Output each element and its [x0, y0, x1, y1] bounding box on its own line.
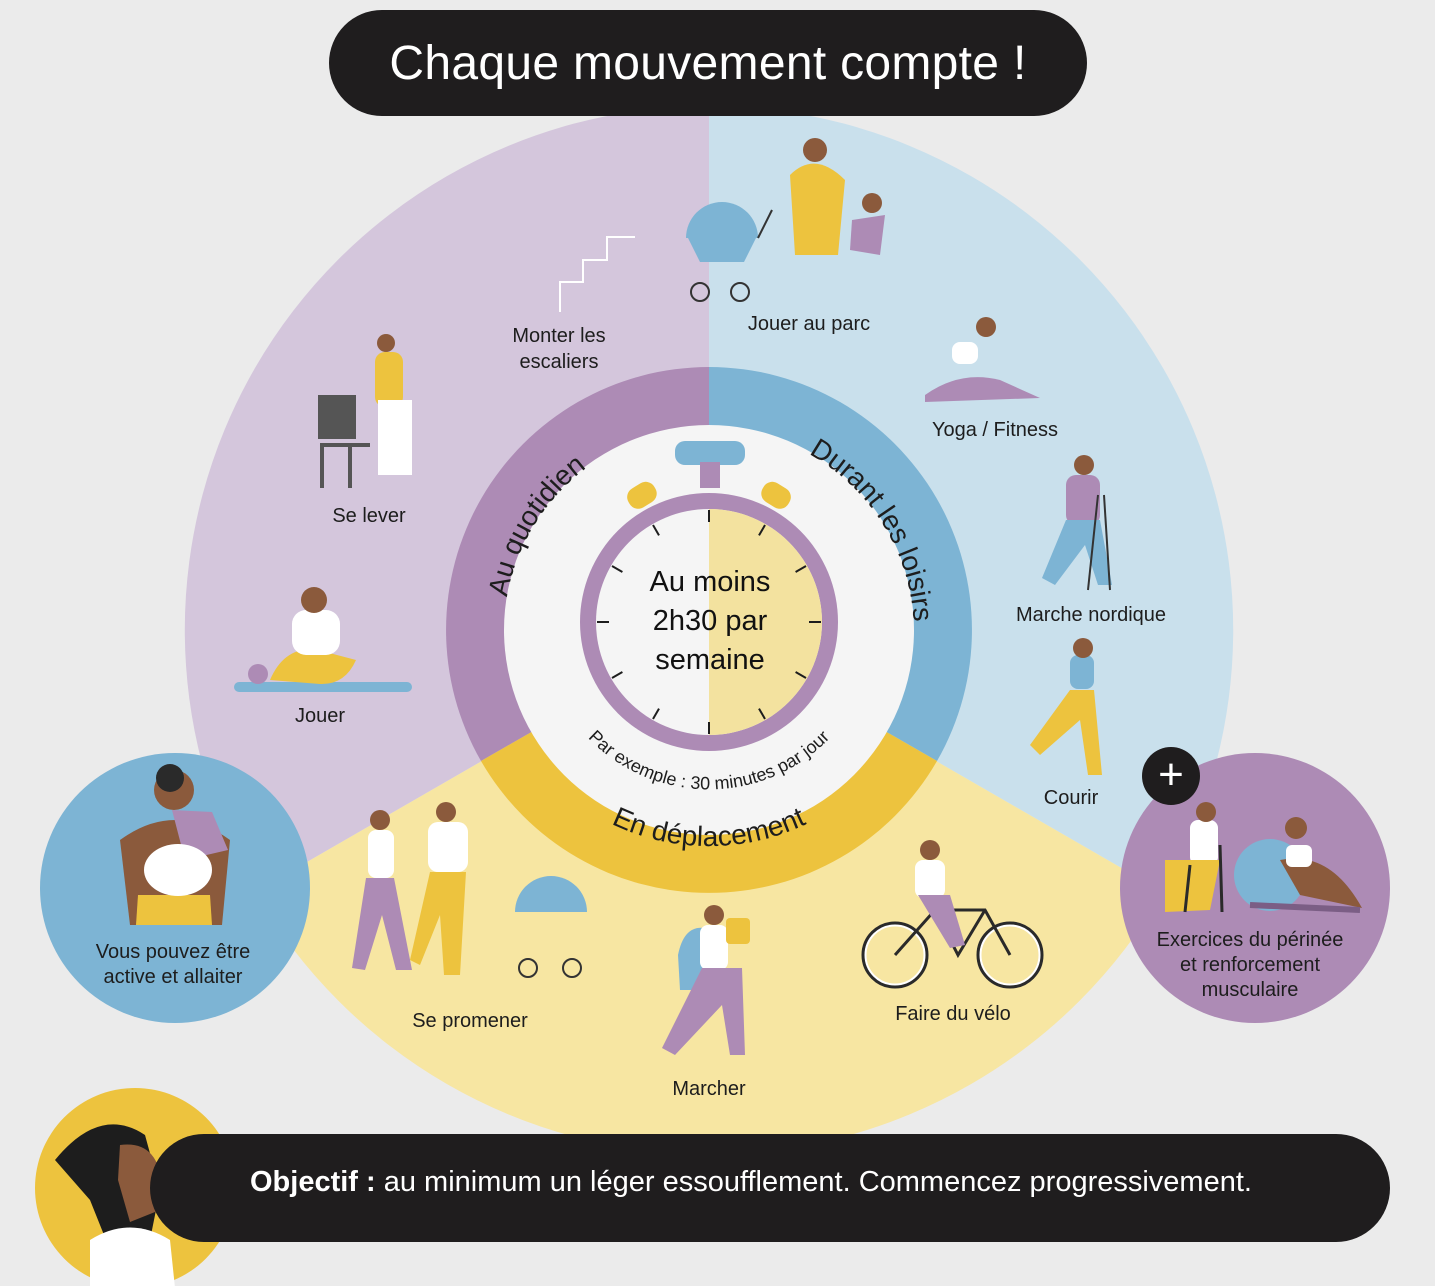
- yoga-figure: [925, 317, 1040, 402]
- breastfeeding-label: Vous pouvez être active et allaiter: [96, 940, 251, 990]
- chair-icon: [318, 395, 370, 488]
- stopwatch-tick: [758, 708, 766, 720]
- activity-yoga: Yoga / Fitness: [931, 419, 1059, 441]
- timer-main-text: Au moins 2h30 par semaine: [610, 563, 810, 680]
- activity-bike: Faire du vélo: [895, 1003, 1011, 1025]
- stopwatch-icon: [580, 441, 838, 751]
- activity-stairs-line-2: escaliers: [519, 351, 599, 373]
- activity-stairs-line-1: Monter les: [512, 325, 606, 347]
- activity-stand-up: Se lever: [332, 505, 406, 527]
- breastfeeding-line-2: active et allaiter: [103, 966, 243, 988]
- play-figure: [234, 587, 412, 692]
- activity-park: Jouer au parc: [747, 313, 871, 335]
- goal-label: Objectif :: [250, 1166, 376, 1198]
- breastfeeding-figure: [120, 764, 230, 925]
- stopwatch-tick: [758, 524, 766, 536]
- stopwatch-tick: [795, 671, 807, 679]
- pelvic-line-3: musculaire: [1201, 979, 1299, 1001]
- goal-bar: [150, 1134, 1390, 1242]
- breath-icon: [55, 1124, 201, 1286]
- activity-play: Jouer: [294, 705, 346, 727]
- timer-line-2: 2h30 par: [652, 605, 768, 637]
- pelvic-line-1: Exercices du périnée: [1156, 929, 1344, 951]
- goal-text: Objectif : au minimum un léger essouffle…: [250, 1166, 1252, 1199]
- pelvic-line-2: et renforcement: [1179, 954, 1321, 976]
- stairs-icon: [559, 236, 635, 312]
- activity-stroll: Se promener: [412, 1010, 528, 1032]
- plus-icon: +: [1142, 747, 1200, 805]
- stopwatch-tick: [652, 524, 660, 536]
- pelvic-label: Exercices du périnée et renforcement mus…: [1157, 928, 1344, 1003]
- stroll-figures: [352, 802, 587, 978]
- stopwatch-tick: [652, 708, 660, 720]
- activity-nordic: Marche nordique: [1015, 604, 1167, 626]
- nordic-figure: [1042, 455, 1112, 591]
- timer-line-1: Au moins: [649, 566, 771, 598]
- activity-walk: Marcher: [672, 1078, 746, 1100]
- park-figures: [790, 138, 885, 255]
- stopwatch-tick: [795, 565, 807, 573]
- activity-run: Courir: [1043, 787, 1099, 809]
- stopwatch-tick: [611, 671, 623, 679]
- breastfeeding-line-1: Vous pouvez être: [95, 941, 251, 963]
- goal-description: au minimum un léger essoufflement. Comme…: [375, 1166, 1252, 1198]
- timer-line-3: semaine: [655, 644, 765, 676]
- stroller-icon: [686, 202, 773, 302]
- run-figure: [1030, 638, 1102, 775]
- activity-stairs: Monter les escaliers: [512, 323, 605, 375]
- walk-figure: [662, 905, 750, 1055]
- standing-figure: [375, 334, 412, 475]
- page-title: Chaque mouvement compte !: [329, 10, 1087, 116]
- bicycle-icon: [861, 840, 1044, 989]
- pelvic-figures: [1165, 802, 1362, 913]
- stopwatch-tick: [611, 565, 623, 573]
